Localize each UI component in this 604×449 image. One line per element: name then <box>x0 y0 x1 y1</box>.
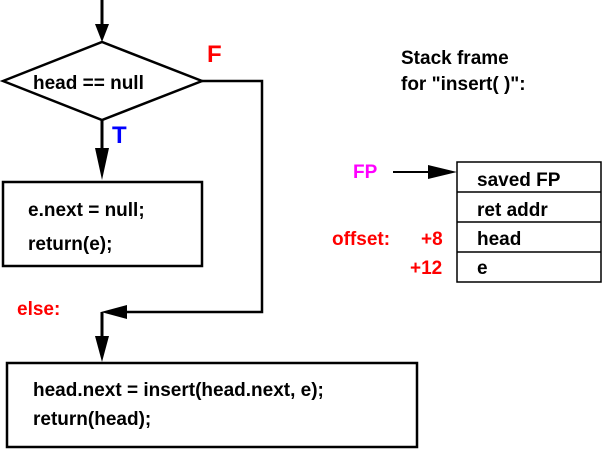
condition-text: head == null <box>33 73 144 94</box>
true-arrowhead-icon <box>95 148 109 180</box>
true-block-box <box>1 180 204 268</box>
else-block-line: return(head); <box>33 409 152 430</box>
stack-title-line1: Stack frame <box>401 48 509 69</box>
else-block-box <box>5 361 419 449</box>
stack-row-offset: +8 <box>421 229 443 250</box>
fp-arrowhead-icon <box>428 165 457 179</box>
stack-row-offset: +12 <box>410 258 443 279</box>
false-label: F <box>207 41 222 68</box>
false-arrowhead-icon <box>101 305 127 319</box>
true-label: T <box>112 122 127 149</box>
else-arrowhead-icon <box>95 336 109 362</box>
fp-label: FP <box>353 162 378 183</box>
offset-label: offset: <box>332 229 391 250</box>
entry-arrowhead-icon <box>95 24 109 42</box>
stack-row-label: head <box>477 229 522 250</box>
else-label: else: <box>17 299 61 320</box>
false-line <box>125 79 264 314</box>
true-block-line: e.next = null; <box>28 200 145 221</box>
true-block-line: return(e); <box>28 234 113 255</box>
stack-row-label: e <box>477 258 488 279</box>
else-block-line: head.next = insert(head.next, e); <box>33 380 324 401</box>
stack-title-line2: for "insert( )": <box>401 74 526 95</box>
stack-row-label: saved FP <box>477 170 561 191</box>
stack-row-label: ret addr <box>477 200 548 221</box>
